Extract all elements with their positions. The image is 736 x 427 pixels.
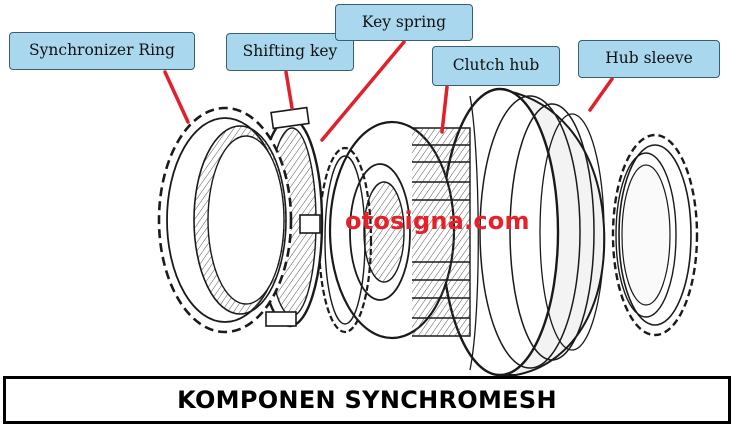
leader-hub-sleeve (588, 77, 614, 112)
leader-synchronizer-ring (163, 70, 190, 124)
leader-lines (163, 40, 614, 142)
right-synchronizer-ring (611, 133, 699, 337)
leader-clutch-hub (440, 85, 449, 134)
hub-sleeve-part (440, 87, 606, 377)
caption: KOMPONEN SYNCHROMESH (3, 376, 731, 424)
leader-shifting-key (284, 70, 294, 110)
label-hub-sleeve: Hub sleeve (578, 40, 720, 78)
caption-text: KOMPONEN SYNCHROMESH (177, 386, 557, 414)
watermark: otosigna.com (345, 207, 530, 235)
label-clutch-hub: Clutch hub (432, 46, 560, 86)
label-key-spring: Key spring (335, 4, 473, 41)
label-shifting-key: Shifting key (226, 33, 354, 71)
label-synchronizer-ring: Synchronizer Ring (9, 32, 195, 70)
synchronizer-ring-part (157, 106, 293, 334)
leader-key-spring (320, 40, 406, 142)
clutch-hub-part (328, 120, 471, 340)
